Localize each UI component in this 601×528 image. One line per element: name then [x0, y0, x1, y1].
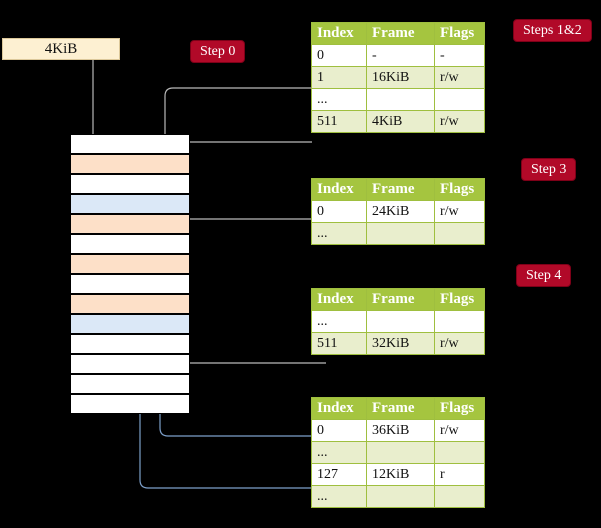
cell-frame — [366, 222, 435, 245]
cell-frame — [366, 88, 435, 111]
cell-index: 511 — [311, 332, 367, 355]
table-row[interactable]: ... — [311, 441, 485, 464]
column-header-index: Index — [311, 178, 367, 201]
badge-step-3: Step 3 — [521, 158, 577, 181]
memory-frame-row — [70, 194, 190, 214]
memory-frame-row — [70, 254, 190, 274]
cell-index: 511 — [311, 110, 367, 133]
cell-flags: r/w — [434, 200, 485, 223]
cell-flags — [434, 310, 485, 333]
table-row[interactable]: 0-- — [311, 44, 485, 67]
cell-index: 1 — [311, 66, 367, 89]
table-row[interactable]: ... — [311, 310, 485, 333]
cell-flags: - — [434, 44, 485, 67]
cell-frame — [366, 485, 435, 508]
cell-frame — [366, 441, 435, 464]
cell-flags — [434, 222, 485, 245]
column-header-frame: Frame — [366, 22, 435, 45]
memory-frame-row — [70, 294, 190, 314]
cell-index: 0 — [311, 44, 367, 67]
cell-frame: - — [366, 44, 435, 67]
cell-flags — [434, 441, 485, 464]
column-header-frame: Frame — [366, 397, 435, 420]
column-header-frame: Frame — [366, 288, 435, 311]
badge-step-3-label: Step 3 — [531, 162, 567, 177]
source-frame-4kib: 4KiB — [2, 38, 120, 60]
column-header-frame: Frame — [366, 178, 435, 201]
column-header-index: Index — [311, 288, 367, 311]
table-row[interactable]: ... — [311, 485, 485, 508]
memory-frame-row — [70, 234, 190, 254]
memory-frame-row — [70, 354, 190, 374]
physical-memory-column — [70, 134, 190, 414]
memory-frame-row — [70, 394, 190, 414]
source-frame-label: 4KiB — [44, 40, 78, 57]
column-header-flags: Flags — [434, 178, 485, 201]
badge-step-4-label: Step 4 — [526, 268, 562, 283]
table-row[interactable]: ... — [311, 88, 485, 111]
table-row[interactable]: ... — [311, 222, 485, 245]
cell-index: 0 — [311, 419, 367, 442]
cell-flags: r/w — [434, 110, 485, 133]
cell-index: ... — [311, 485, 367, 508]
cell-flags: r — [434, 463, 485, 486]
column-header-flags: Flags — [434, 22, 485, 45]
cell-frame: 24KiB — [366, 200, 435, 223]
cell-frame: 16KiB — [366, 66, 435, 89]
badge-steps-1-2-label: Steps 1&2 — [523, 23, 582, 38]
cell-flags — [434, 88, 485, 111]
cell-index: ... — [311, 310, 367, 333]
cell-index: ... — [311, 88, 367, 111]
column-header-flags: Flags — [434, 397, 485, 420]
memory-frame-row — [70, 134, 190, 154]
badge-step-0-label: Step 0 — [200, 44, 236, 59]
badge-step-4: Step 4 — [516, 264, 572, 287]
badge-step-0: Step 0 — [190, 40, 246, 63]
memory-frame-row — [70, 174, 190, 194]
cell-frame: 32KiB — [366, 332, 435, 355]
cell-flags: r/w — [434, 332, 485, 355]
cell-index: 0 — [311, 200, 367, 223]
cell-index: ... — [311, 441, 367, 464]
cell-index: 127 — [311, 463, 367, 486]
column-header-index: Index — [311, 22, 367, 45]
cell-flags: r/w — [434, 419, 485, 442]
cell-frame: 4KiB — [366, 110, 435, 133]
badge-steps-1-2: Steps 1&2 — [513, 19, 592, 42]
wire-step4 — [173, 296, 326, 364]
cell-flags: r/w — [434, 66, 485, 89]
column-header-flags: Flags — [434, 288, 485, 311]
memory-frame-row — [70, 374, 190, 394]
column-header-index: Index — [311, 397, 367, 420]
memory-frame-row — [70, 274, 190, 294]
memory-frame-row — [70, 214, 190, 234]
cell-frame: 12KiB — [366, 463, 435, 486]
memory-frame-row — [70, 154, 190, 174]
cell-frame: 36KiB — [366, 419, 435, 442]
cell-flags — [434, 485, 485, 508]
cell-index: ... — [311, 222, 367, 245]
cell-frame — [366, 310, 435, 333]
memory-frame-row — [70, 314, 190, 334]
memory-frame-row — [70, 334, 190, 354]
